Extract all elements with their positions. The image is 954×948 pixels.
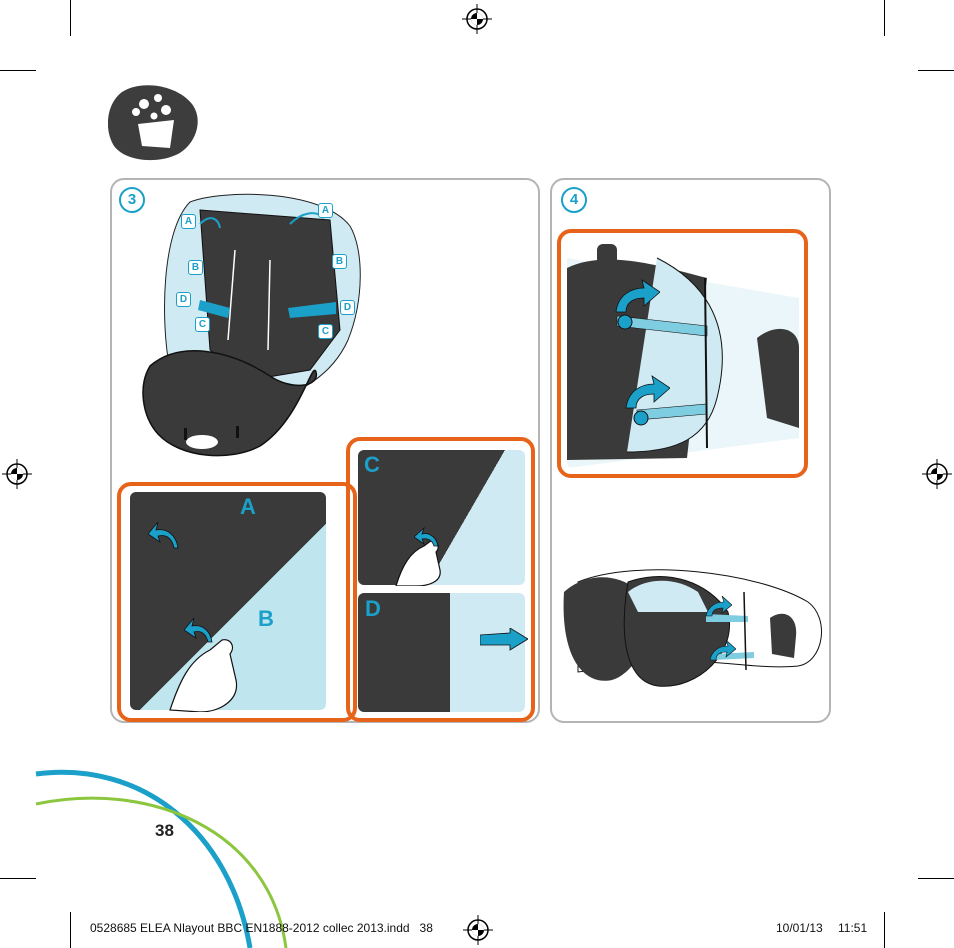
crop-mark bbox=[884, 0, 885, 36]
crop-mark bbox=[918, 70, 954, 71]
step-3-number: 3 bbox=[119, 187, 145, 213]
arrow-icon bbox=[705, 596, 732, 617]
page-number: 38 bbox=[155, 821, 174, 840]
callout-d-tag: D bbox=[340, 300, 355, 315]
crop-mark bbox=[70, 0, 71, 36]
crop-mark bbox=[884, 912, 885, 948]
callout-c-tag: C bbox=[318, 324, 333, 339]
detail-photo-c bbox=[358, 450, 525, 585]
crop-mark bbox=[0, 878, 36, 879]
arrow-icon bbox=[615, 279, 660, 313]
arrow-icon bbox=[480, 628, 528, 651]
stroller-frame-illustration bbox=[563, 569, 822, 687]
registration-mark-icon bbox=[922, 459, 952, 489]
callout-c-tag: C bbox=[195, 317, 210, 332]
decorative-curves bbox=[35, 769, 288, 948]
arrow-icon bbox=[414, 526, 439, 547]
arrow-icon bbox=[625, 375, 670, 409]
registration-mark-icon bbox=[462, 4, 492, 34]
arrow-icon bbox=[148, 521, 179, 549]
callout-b-tag: B bbox=[332, 254, 347, 269]
label-c: C bbox=[364, 452, 380, 477]
crop-mark bbox=[0, 70, 36, 71]
crop-mark bbox=[918, 878, 954, 879]
label-d: D bbox=[365, 596, 381, 621]
callout-a-tag: A bbox=[181, 214, 196, 229]
registration-mark-icon bbox=[2, 459, 32, 489]
arrow-icon bbox=[184, 617, 213, 643]
highlight-frame-ab bbox=[117, 482, 357, 722]
footer-time: 11:51 bbox=[838, 921, 868, 935]
frame-strap-illustration bbox=[567, 244, 799, 468]
footer-date: 10/01/13 bbox=[776, 921, 823, 935]
callout-a-tag: A bbox=[318, 203, 333, 218]
crop-mark bbox=[70, 912, 71, 948]
label-a: A bbox=[240, 494, 256, 519]
callout-d-tag: D bbox=[176, 292, 191, 307]
step-4-number: 4 bbox=[561, 187, 587, 213]
label-b: B bbox=[258, 606, 274, 631]
highlight-frame-step4 bbox=[557, 229, 808, 478]
footer-file-name: 0528685 ELEA Nlayout BBC EN1888-2012 col… bbox=[90, 921, 433, 935]
highlight-frame-cd bbox=[346, 437, 535, 722]
arrow-icon bbox=[709, 640, 736, 661]
hand-illustration bbox=[169, 639, 238, 712]
detail-photo-d bbox=[358, 593, 525, 712]
registration-mark-icon bbox=[463, 915, 493, 945]
seat-cover-illustration bbox=[142, 193, 361, 457]
callout-b-tag: B bbox=[188, 260, 203, 275]
detail-photo-step4 bbox=[567, 238, 799, 468]
washing-hand-icon bbox=[108, 85, 198, 161]
